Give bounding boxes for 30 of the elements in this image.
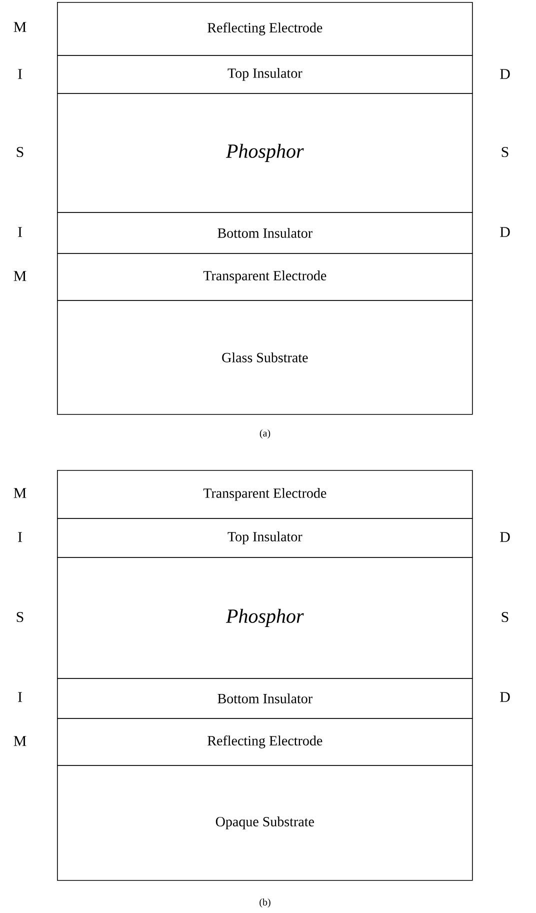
layer-box: Transparent Electrode xyxy=(57,253,473,301)
layer-box: Bottom Insulator xyxy=(57,678,473,719)
layer-letter: M xyxy=(14,271,26,281)
layer-letter: D xyxy=(500,227,510,237)
layer-letter: S xyxy=(502,612,508,622)
layer-box: Transparent Electrode xyxy=(57,470,473,519)
layer-box: Top Insulator xyxy=(57,55,473,94)
layer-letter: S xyxy=(16,612,24,622)
layer-box: Top Insulator xyxy=(57,518,473,558)
layer-letter: M xyxy=(14,488,26,498)
layer-box: Glass Substrate xyxy=(57,300,473,415)
layer-box: Reflecting Electrode xyxy=(57,2,473,56)
layer-letter: I xyxy=(18,69,22,79)
layer-letter: D xyxy=(500,692,510,702)
layer-letter: D xyxy=(500,69,510,79)
layer-letter: M xyxy=(14,736,26,746)
layer-letter: S xyxy=(16,146,24,158)
layer-box: Bottom Insulator xyxy=(57,212,473,254)
layer-letter: I xyxy=(18,227,22,237)
layer-letter: S xyxy=(502,146,508,158)
layer-box: Reflecting Electrode xyxy=(57,718,473,766)
layer-box: Opaque Substrate xyxy=(57,765,473,881)
layer-letter: M xyxy=(14,22,26,32)
subfigure-label: (a) xyxy=(260,429,270,439)
layer-box: Phosphor xyxy=(57,93,473,213)
layer-letter: I xyxy=(18,532,22,542)
layer-box: Phosphor xyxy=(57,557,473,679)
subfigure-label: (b) xyxy=(260,898,270,908)
layer-letter: D xyxy=(500,532,510,542)
layer-letter: I xyxy=(18,692,22,702)
